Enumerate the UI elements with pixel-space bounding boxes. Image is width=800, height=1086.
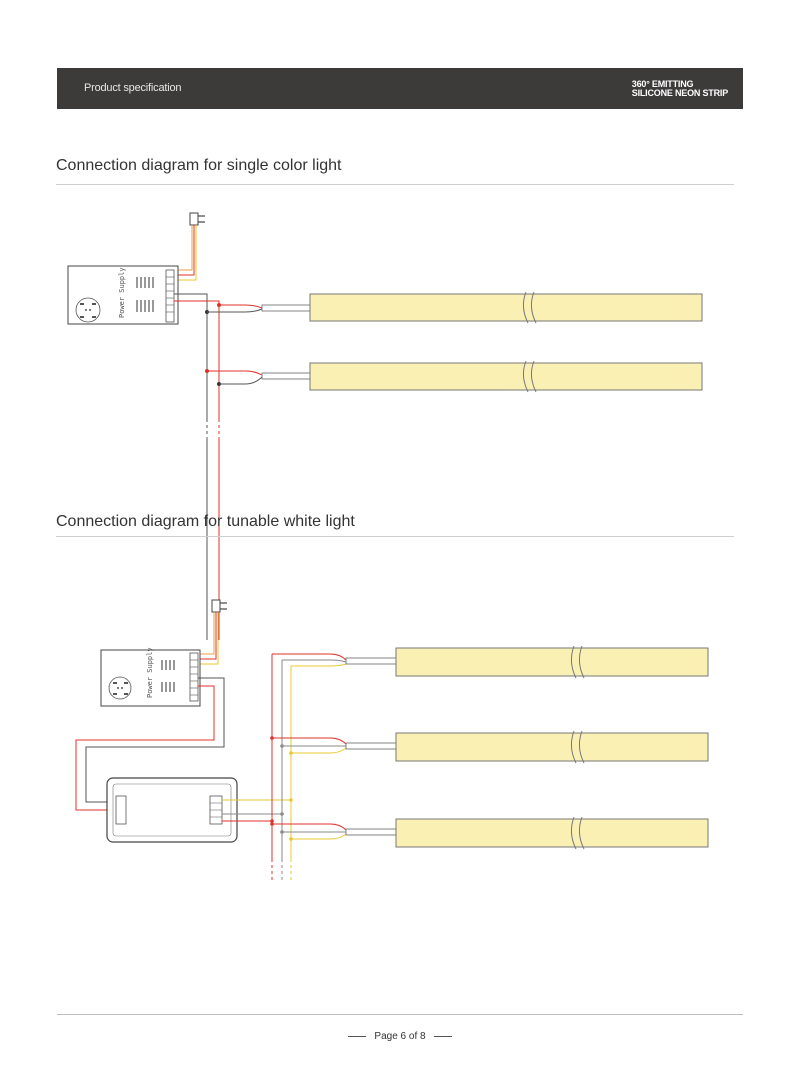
section-title-single-color: Connection diagram for single color ligh…	[56, 157, 342, 174]
psu-label: Power Supply	[118, 267, 126, 318]
header-bar: Product specification 360° EMITTING SILI…	[57, 68, 743, 109]
header-product-name: 360° EMITTING SILICONE NEON STRIP	[632, 80, 728, 98]
power-supply: Power Supply	[67, 265, 179, 325]
neon-strip	[395, 645, 709, 679]
footer-dash-left	[348, 1035, 367, 1037]
footer-dash-right	[433, 1035, 452, 1037]
header-section-label: Product specification	[84, 82, 182, 94]
page-footer: Page 6 of 8	[0, 1031, 800, 1042]
product-name-line2: SILICONE NEON STRIP	[631, 88, 728, 98]
footer-divider	[57, 1014, 743, 1015]
section-divider	[56, 536, 734, 537]
dimmer-controller	[106, 777, 238, 843]
page-number: Page 6 of 8	[374, 1031, 426, 1042]
product-name-line1: 360° EMITTING	[631, 79, 694, 89]
psu-label: Power Supply	[146, 647, 154, 698]
neon-strip	[395, 730, 709, 764]
tunable-white-diagram: Power Supply	[75, 599, 709, 902]
power-supply: Power Supply	[100, 647, 201, 707]
section-title-tunable-white: Connection diagram for tunable white lig…	[56, 513, 355, 530]
neon-strip	[309, 360, 703, 393]
neon-strip	[395, 816, 709, 850]
neon-strip	[309, 291, 703, 324]
section-divider	[56, 184, 734, 185]
plug-icon	[189, 212, 205, 226]
plug-icon	[211, 599, 227, 613]
single-color-diagram: Power Supply	[67, 212, 703, 640]
